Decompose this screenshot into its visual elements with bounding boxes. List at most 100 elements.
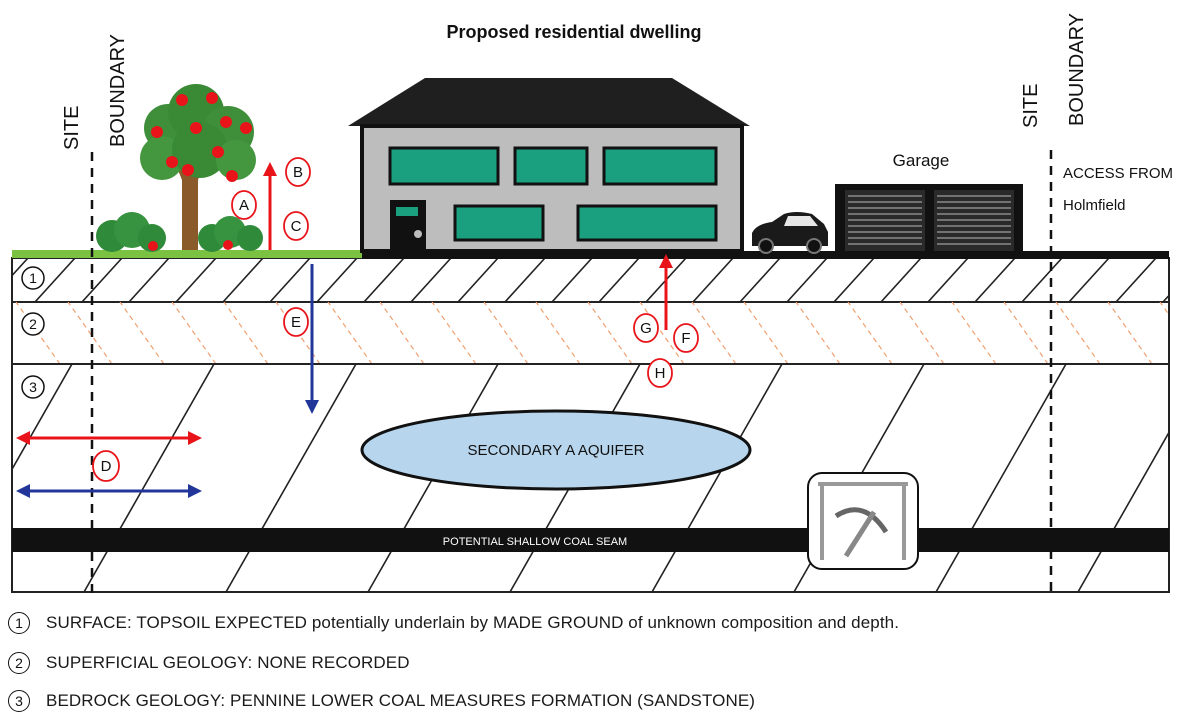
layer-markers: 1 2 3 xyxy=(21,266,45,399)
hatch-line xyxy=(34,258,76,302)
window xyxy=(388,146,500,186)
hatch-line xyxy=(67,302,113,364)
legend-number: 3 xyxy=(8,690,30,712)
door-window xyxy=(396,207,418,216)
hatch-line xyxy=(1159,302,1169,316)
door-knob xyxy=(414,230,422,238)
legend-description: SUPERFICIAL GEOLOGY: NONE RECORDED xyxy=(46,653,410,672)
diagram-title: Proposed residential dwelling xyxy=(446,22,701,42)
site-label-right: SITE xyxy=(1020,84,1042,128)
hatch-line xyxy=(1003,302,1049,364)
tree-icon xyxy=(140,84,256,250)
hatch-line xyxy=(223,302,269,364)
hatch-line xyxy=(171,302,217,364)
aquifer-label: SECONDARY A AQUIFER xyxy=(467,442,644,459)
hatch-line xyxy=(935,364,1067,592)
layer-marker-1: 1 xyxy=(29,270,37,286)
layer-marker-3: 3 xyxy=(29,379,37,395)
hatch-line xyxy=(12,364,73,471)
access-label-line2: Holmfield xyxy=(1063,197,1126,214)
layer-marker-2: 2 xyxy=(29,316,37,332)
hatch-line xyxy=(847,302,893,364)
boundary-label-right: BOUNDARY xyxy=(1066,13,1088,126)
window xyxy=(602,146,718,186)
road-surface xyxy=(362,251,1169,259)
hatch-line xyxy=(880,258,922,302)
hatch-line xyxy=(786,258,828,302)
marker-f: F xyxy=(681,330,690,347)
legend-number: 2 xyxy=(8,652,30,674)
hatch-line xyxy=(379,302,425,364)
hatch-line xyxy=(1115,258,1157,302)
hatch-line xyxy=(899,302,945,364)
hatch-line xyxy=(431,302,477,364)
garage-label: Garage xyxy=(893,151,950,170)
hatch-line xyxy=(225,364,357,592)
legend-description: SURFACE: TOPSOIL EXPECTED potentially un… xyxy=(46,613,900,632)
aquifer xyxy=(360,409,752,491)
legend-item-3: 3 BEDROCK GEOLOGY: PENNINE LOWER COAL ME… xyxy=(8,686,755,716)
hatch-line xyxy=(691,302,737,364)
legend-description: BEDROCK GEOLOGY: PENNINE LOWER COAL MEAS… xyxy=(46,691,756,710)
house xyxy=(348,78,750,253)
hatch-line xyxy=(12,258,29,277)
hatch-line xyxy=(327,302,373,364)
marker-h: H xyxy=(655,365,666,382)
window xyxy=(576,204,718,242)
hatch-line xyxy=(1021,258,1063,302)
marker-d: D xyxy=(101,458,112,475)
hatch-line xyxy=(269,258,311,302)
hatch-line xyxy=(81,258,123,302)
hatch-line xyxy=(1077,430,1169,592)
marker-a: A xyxy=(239,197,249,214)
hatch-line xyxy=(1068,258,1110,302)
site-label-left: SITE xyxy=(61,106,83,150)
hatch-line xyxy=(175,258,217,302)
mine-pickaxe-icon xyxy=(807,472,919,570)
hatch-line xyxy=(457,258,499,302)
hatch-line xyxy=(363,258,405,302)
hatch-line xyxy=(651,364,783,592)
access-label-line1: ACCESS FROM xyxy=(1063,165,1173,182)
pathway-markers: A B C D E F G H xyxy=(92,157,699,482)
pathway-arrows xyxy=(16,162,673,498)
hatch-line xyxy=(119,302,165,364)
marker-b: B xyxy=(293,164,303,181)
hatch-line xyxy=(692,258,734,302)
strata: POTENTIAL SHALLOW COAL SEAM xyxy=(0,257,1170,593)
hatch-line xyxy=(1055,302,1101,364)
garage xyxy=(835,184,1023,251)
hatch-line xyxy=(739,258,781,302)
hatch-line xyxy=(833,258,875,302)
layer-1-topsoil xyxy=(11,257,1170,303)
hatch-line xyxy=(316,258,358,302)
hatch-line xyxy=(639,302,685,364)
legend-item-2: 2 SUPERFICIAL GEOLOGY: NONE RECORDED xyxy=(8,648,410,678)
hatch-line xyxy=(795,302,841,364)
legend-item-1: 1 SURFACE: TOPSOIL EXPECTED potentially … xyxy=(8,608,899,638)
bush-icon xyxy=(96,212,263,252)
hatch-line xyxy=(927,258,969,302)
window xyxy=(513,146,589,186)
legend-number: 1 xyxy=(8,612,30,634)
hatch-line xyxy=(410,258,452,302)
layer-2-superficial xyxy=(11,301,1170,365)
grass-strip xyxy=(12,250,362,258)
hatch-line xyxy=(535,302,581,364)
hatch-line xyxy=(504,258,546,302)
hatch-line xyxy=(83,364,215,592)
hatch-line xyxy=(974,258,1016,302)
boundary-label-left: BOUNDARY xyxy=(107,34,129,147)
hatch-line xyxy=(551,258,593,302)
window xyxy=(453,204,545,242)
hatch-line xyxy=(0,302,8,364)
car-icon xyxy=(752,212,828,254)
marker-c: C xyxy=(291,218,302,235)
hatch-line xyxy=(222,258,264,302)
marker-g: G xyxy=(640,320,652,337)
hatch-line xyxy=(1107,302,1153,364)
hatch-line xyxy=(598,258,640,302)
hatch-line xyxy=(483,302,529,364)
hatch-line xyxy=(951,302,997,364)
